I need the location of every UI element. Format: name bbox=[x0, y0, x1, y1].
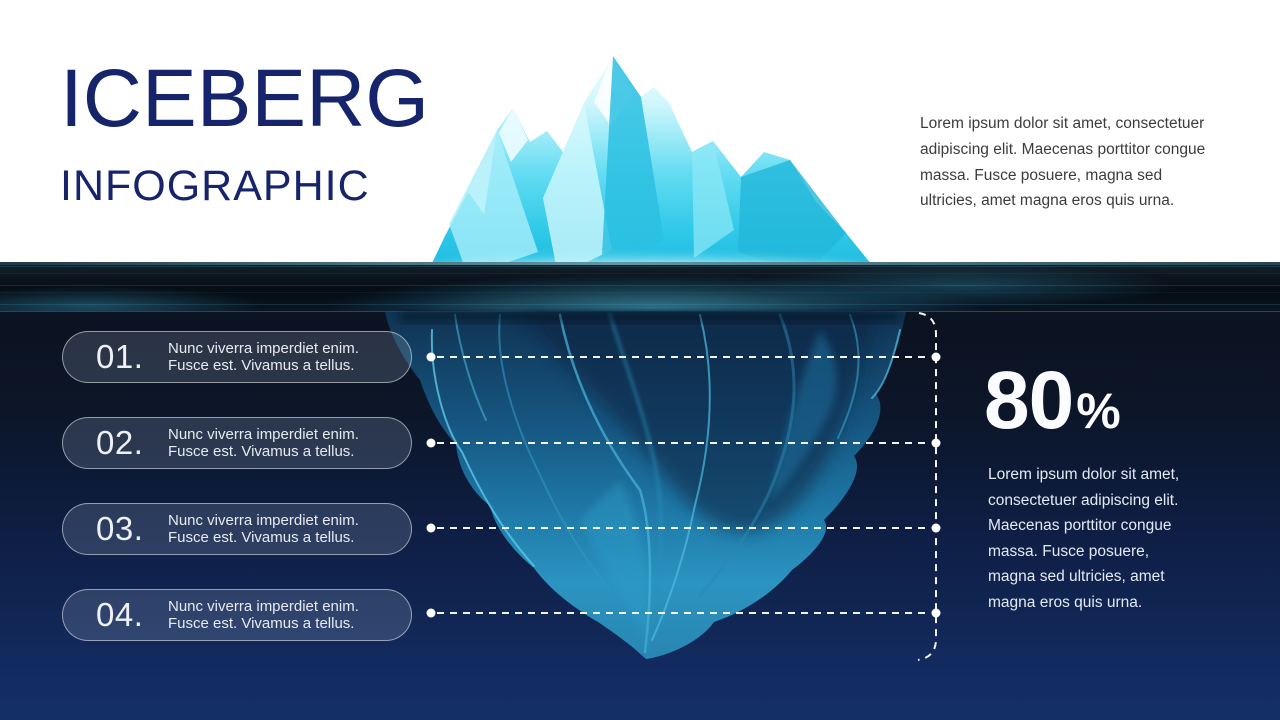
light-facet bbox=[692, 141, 734, 258]
list-item-number: 01. bbox=[96, 338, 144, 375]
list-item-text: Nunc viverra imperdiet enim. Fusce est. … bbox=[168, 597, 359, 633]
shade-facet bbox=[601, 56, 664, 272]
list-item-text: Nunc viverra imperdiet enim. Fusce est. … bbox=[168, 339, 359, 375]
connector-dots bbox=[426, 352, 941, 618]
list-item-03: 03. Nunc viverra imperdiet enim. Fusce e… bbox=[62, 503, 412, 555]
connector-bracket bbox=[917, 312, 937, 661]
stat-block: 80 % bbox=[984, 360, 1121, 442]
page-title: ICEBERG bbox=[60, 53, 430, 144]
shade-facet bbox=[738, 160, 846, 274]
drape-light-lobe bbox=[580, 480, 648, 648]
list-item-01: 01. Nunc viverra imperdiet enim. Fusce e… bbox=[62, 331, 412, 383]
intro-paragraph: Lorem ipsum dolor sit amet, consectetuer… bbox=[920, 115, 1206, 210]
drape-light-lobe bbox=[770, 330, 837, 500]
list-item-02: 02. Nunc viverra imperdiet enim. Fusce e… bbox=[62, 417, 412, 469]
list-item-number: 03. bbox=[96, 510, 144, 547]
list-item-text: Nunc viverra imperdiet enim. Fusce est. … bbox=[168, 425, 359, 461]
stat-unit: % bbox=[1076, 383, 1121, 439]
light-facet bbox=[543, 103, 612, 276]
page-subtitle: INFOGRAPHIC bbox=[60, 162, 370, 210]
drape-folds bbox=[430, 313, 901, 654]
list-item-04: 04. Nunc viverra imperdiet enim. Fusce e… bbox=[62, 589, 412, 641]
list-item-number: 02. bbox=[96, 424, 144, 461]
list-item-number: 04. bbox=[96, 596, 144, 633]
snow-highlight bbox=[499, 108, 528, 162]
subsurface-shadow bbox=[400, 312, 900, 322]
list-item-text: Nunc viverra imperdiet enim. Fusce est. … bbox=[168, 511, 359, 547]
stat-value: 80 bbox=[984, 355, 1074, 446]
stat-description: Lorem ipsum dolor sit amet, consectetuer… bbox=[988, 466, 1180, 611]
water-surface bbox=[0, 262, 1280, 312]
light-facet bbox=[449, 130, 538, 276]
connector-lines bbox=[437, 312, 937, 661]
title-block: ICEBERG INFOGRAPHIC bbox=[60, 58, 429, 208]
